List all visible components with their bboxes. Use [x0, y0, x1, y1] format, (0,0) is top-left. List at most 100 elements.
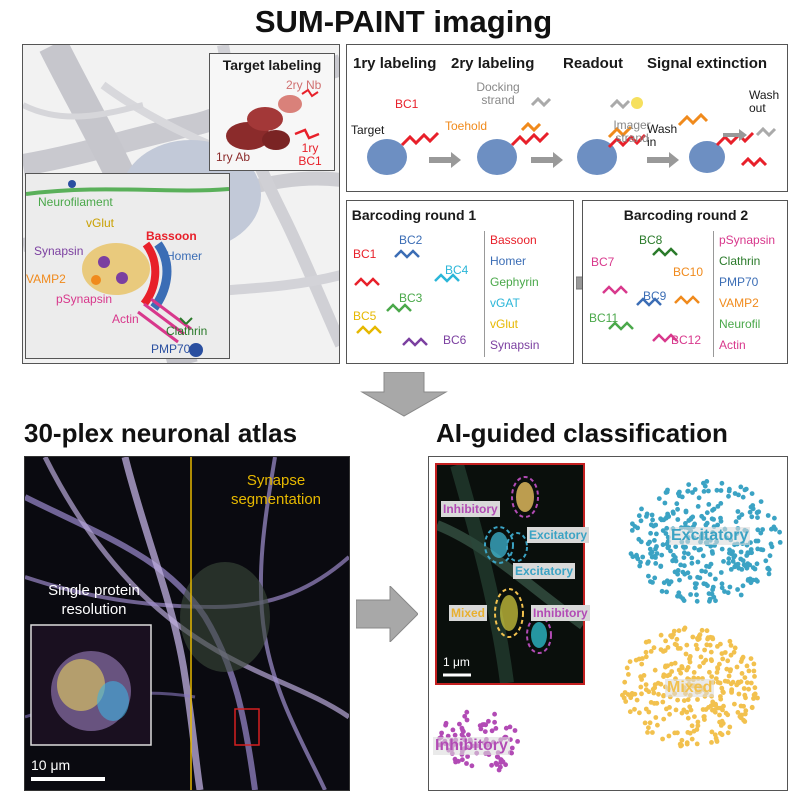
excitatory-cluster-dot: [685, 570, 691, 576]
excitatory-cluster-dot: [706, 488, 711, 494]
atlas-title: 30-plex neuronal atlas: [24, 418, 298, 448]
inhibitory-cluster-dot: [481, 722, 487, 727]
step-2ry-labeling: 2ry labeling: [451, 55, 535, 72]
excitatory-cluster-dot: [695, 559, 701, 565]
mixed-cluster-dot: [646, 689, 652, 695]
mixed-cluster-dot: [751, 668, 757, 674]
excitatory-cluster-dot: [758, 499, 764, 504]
excitatory-cluster-dot: [683, 508, 689, 514]
inhibitory-cluster-dot: [486, 718, 491, 724]
excitatory-cluster-dot: [719, 480, 725, 486]
mixed-cluster-dot: [636, 656, 642, 662]
excitatory-cluster-dot: [727, 584, 733, 590]
mixed-cluster-dot: [637, 710, 642, 716]
mixed-cluster-dot: [717, 712, 722, 718]
excitatory-cluster-dot: [736, 492, 741, 498]
excitatory-cluster-dot: [711, 506, 717, 512]
mixed-cluster-dot: [639, 677, 644, 682]
round2-protein-clathrin: Clathrin: [719, 254, 761, 268]
step-readout: Readout: [563, 55, 623, 72]
excitatory-cluster-dot: [635, 556, 641, 562]
mixed-cluster-dot: [714, 738, 720, 743]
inhibitory-cluster-dot: [450, 727, 456, 733]
excitatory-cluster-dot: [706, 502, 712, 507]
single-protein-label: Single protein resolution: [48, 582, 140, 618]
classification-panel: Inhibitory Excitatory Excitatory Mixed I…: [428, 456, 788, 791]
mixed-cluster-dot: [742, 675, 748, 680]
mixed-cluster-dot: [728, 652, 734, 658]
inhibitory-cluster-dot: [503, 725, 509, 731]
mixed-cluster-dot: [704, 628, 710, 634]
mixed-cluster-dot: [658, 632, 664, 638]
mixed-cluster-dot: [719, 732, 725, 738]
excitatory-cluster-dot: [721, 559, 726, 564]
mixed-cluster-dot: [734, 664, 740, 670]
excitatory-cluster-dot: [648, 530, 653, 536]
excitatory-cluster-dot: [738, 592, 744, 598]
mixed-cluster-dot: [697, 664, 703, 669]
excitatory-cluster-dot: [645, 561, 650, 566]
mixed-cluster-dot: [694, 727, 700, 732]
excitatory-cluster-dot: [763, 558, 769, 564]
mixed-cluster-dot: [710, 707, 715, 713]
mixed-cluster-dot: [658, 681, 664, 687]
mixed-cluster-dot: [739, 712, 745, 718]
round2-code-bc10: BC10: [673, 265, 704, 279]
mixed-cluster-dot: [634, 697, 640, 703]
excitatory-cluster-dot: [630, 521, 635, 527]
mixed-cluster-dot: [751, 692, 757, 698]
excitatory-cluster-dot: [718, 570, 724, 575]
excitatory-cluster-dot: [735, 587, 740, 592]
mixed-cluster-dot: [655, 722, 660, 728]
inhibitory-cluster-dot: [509, 745, 515, 751]
mixed-cluster-dot: [709, 740, 714, 745]
excitatory-cluster-dot: [694, 598, 700, 604]
mixed-cluster-dot: [684, 642, 690, 648]
cluster-label-inhibitory: Inhibitory: [433, 737, 510, 755]
mixed-cluster-dot: [707, 669, 712, 675]
excitatory-cluster-dot: [681, 555, 687, 560]
homer-label: Homer: [166, 249, 203, 263]
bassoon-label: Bassoon: [146, 229, 197, 243]
mixed-cluster-dot: [661, 693, 666, 699]
mixed-cluster-dot: [708, 649, 714, 655]
mixed-cluster-dot: [646, 725, 651, 731]
excitatory-cluster-dot: [728, 567, 734, 572]
excitatory-cluster-dot: [638, 518, 644, 524]
mixed-cluster-dot: [693, 642, 699, 648]
mixed-cluster-dot: [681, 698, 687, 703]
round1-title: Barcoding round 1: [351, 207, 477, 223]
excitatory-cluster-dot: [636, 536, 642, 542]
excitatory-cluster-dot: [718, 488, 724, 493]
mixed-cluster-dot: [646, 709, 652, 715]
clathrin-label: Clathrin: [166, 324, 208, 338]
mixed-cluster-dot: [732, 645, 738, 651]
atlas-image: [25, 457, 349, 790]
round1-divider: [484, 231, 485, 357]
right-arrow: [356, 586, 418, 642]
inset-label-mixed: Mixed: [449, 605, 488, 621]
excitatory-cluster-dot: [681, 545, 687, 550]
excitatory-cluster-dot: [646, 573, 651, 579]
excitatory-cluster-dot: [695, 574, 700, 580]
round2-protein-pmp70: PMP70: [719, 275, 759, 289]
excitatory-cluster-dot: [682, 550, 687, 556]
mixed-cluster-dot: [726, 673, 732, 679]
mixed-cluster-dot: [751, 696, 756, 701]
excitatory-cluster-dot: [675, 506, 680, 512]
mixed-cluster-dot: [743, 695, 748, 701]
round2-code-bc8: BC8: [639, 233, 663, 247]
mixed-cluster-dot: [728, 681, 734, 687]
excitatory-cluster-dot: [704, 510, 710, 516]
antibody-icon: [226, 88, 320, 150]
nb-label: 2ry Nb: [286, 78, 322, 92]
excitatory-cluster-dot: [652, 575, 658, 581]
mixed-cluster-dot: [735, 710, 741, 715]
mixed-cluster-dot: [704, 642, 710, 648]
wash-out-label: Wash out: [749, 88, 780, 115]
excitatory-cluster-dot: [701, 480, 706, 486]
excitatory-cluster-dot: [738, 549, 744, 555]
mixed-cluster-dot: [661, 673, 667, 679]
excitatory-cluster-dot: [765, 565, 771, 571]
excitatory-cluster-dot: [769, 526, 774, 532]
